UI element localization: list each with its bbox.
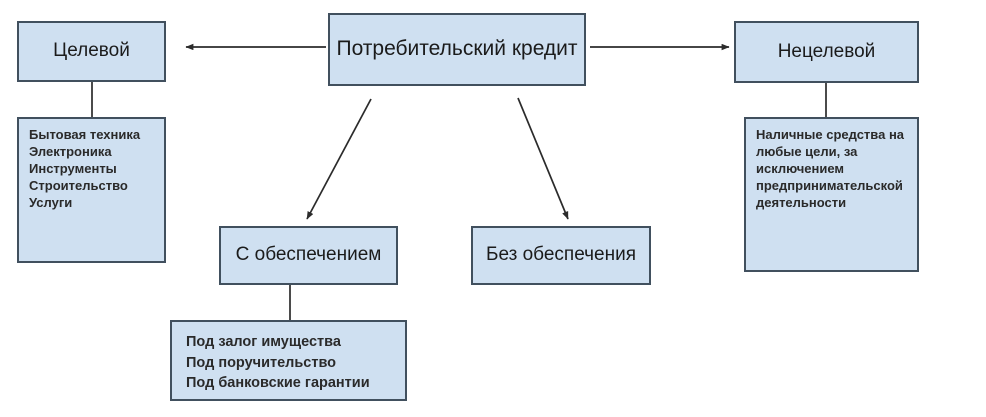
node-root[interactable]: Потребительский кредит — [328, 13, 586, 86]
non-targeted-items-text: Наличные средства на любые цели, за искл… — [756, 127, 905, 210]
connector-root-to-secured — [306, 98, 372, 220]
node-unsecured[interactable]: Без обеспечения — [471, 226, 651, 285]
node-targeted-items[interactable]: Бытовая техника Электроника Инструменты … — [17, 117, 166, 263]
node-non-targeted[interactable]: Нецелевой — [734, 21, 919, 83]
connector-root-to-unsecured — [517, 97, 569, 220]
secured-items-text: Под залог имущества Под поручительство П… — [186, 334, 370, 392]
node-secured[interactable]: С обеспечением — [219, 226, 398, 285]
targeted-items-text: Бытовая техника Электроника Инструменты … — [29, 127, 141, 210]
node-targeted[interactable]: Целевой — [17, 21, 166, 82]
node-secured-items[interactable]: Под залог имущества Под поручительство П… — [170, 320, 407, 401]
node-non-targeted-items[interactable]: Наличные средства на любые цели, за искл… — [744, 117, 919, 272]
